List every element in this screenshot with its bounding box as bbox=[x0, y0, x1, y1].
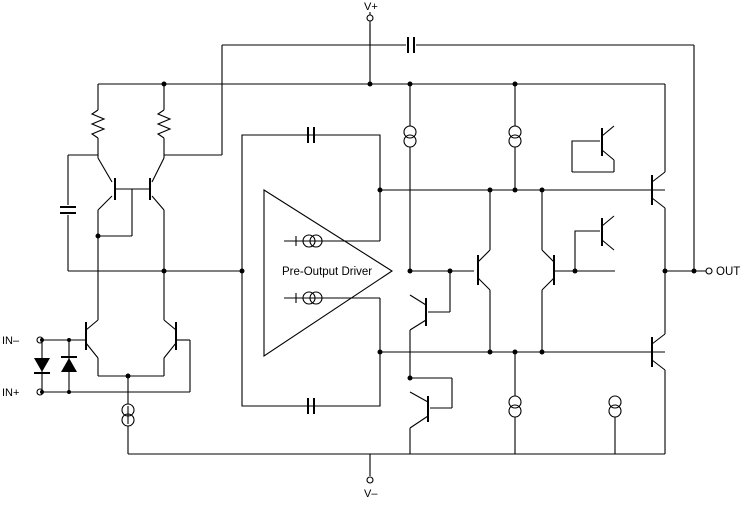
cascode-transistor-left bbox=[97, 157, 132, 320]
output-transistor-pnp bbox=[651, 333, 666, 454]
lower-bias-current-source bbox=[508, 352, 522, 454]
in-minus-label: IN– bbox=[2, 335, 20, 347]
load-resistor-left bbox=[90, 84, 106, 158]
protection-transistor-lower bbox=[574, 215, 615, 271]
output-transistor-npn bbox=[651, 84, 666, 334]
v-plus-rail bbox=[98, 12, 665, 85]
load-resistor-right bbox=[156, 84, 172, 158]
input-terminals bbox=[36, 336, 190, 396]
upper-bias-current-source-2 bbox=[508, 84, 522, 190]
output-terminal bbox=[665, 267, 713, 275]
protection-transistor-upper bbox=[571, 125, 615, 173]
upper-bias-current-source bbox=[403, 84, 417, 271]
input-transistor-left bbox=[85, 319, 128, 377]
pre-output-driver-block bbox=[239, 127, 394, 414]
out-label: OUT bbox=[716, 266, 740, 278]
v-minus-label: V– bbox=[364, 488, 378, 500]
lower-bias-current-source-2 bbox=[608, 395, 622, 454]
v-plus-label: V+ bbox=[364, 1, 378, 13]
cascode-transistor-right bbox=[132, 157, 165, 320]
top-feedback-capacitor bbox=[221, 24, 695, 271]
protection-diode-left bbox=[34, 340, 50, 392]
protection-diode-right bbox=[61, 340, 77, 392]
bias-transistor-npn bbox=[410, 190, 491, 352]
in-plus-label: IN+ bbox=[2, 387, 19, 399]
driver-label: Pre-Output Driver bbox=[282, 266, 372, 278]
input-transistor-right bbox=[128, 319, 191, 392]
vas-transistor bbox=[409, 271, 451, 352]
v-minus-rail bbox=[128, 453, 665, 484]
input-compensation-capacitor bbox=[60, 155, 242, 272]
bias-transistor-pnp bbox=[541, 190, 615, 352]
tail-current-source bbox=[121, 376, 135, 454]
lower-mirror-transistor bbox=[409, 352, 453, 454]
